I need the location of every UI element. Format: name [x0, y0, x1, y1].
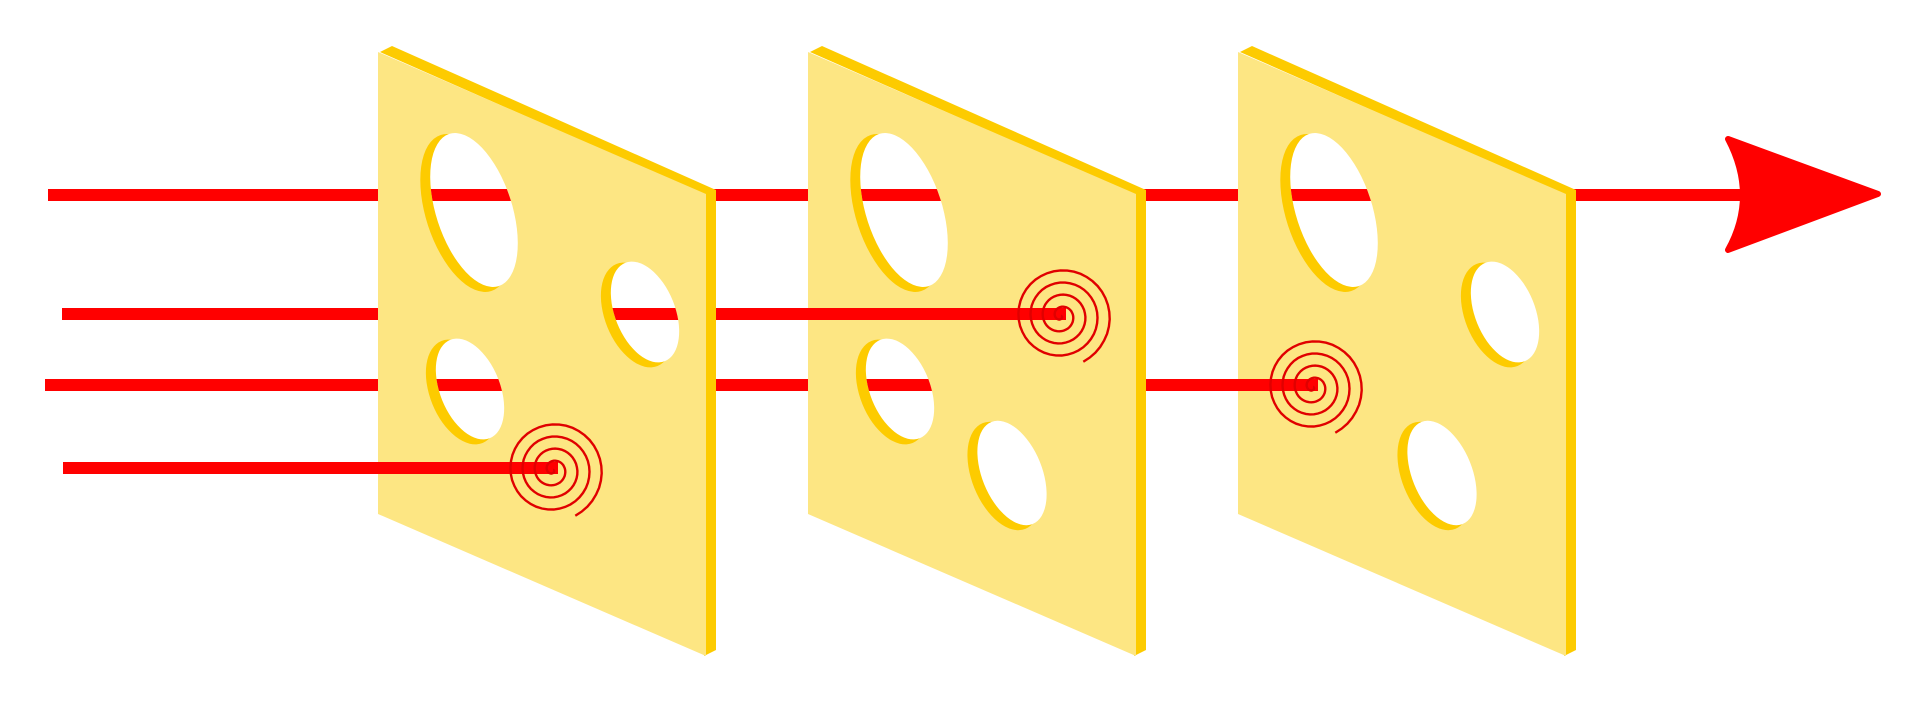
- slice-face: [808, 52, 1136, 656]
- ray-1-segment: [48, 189, 378, 201]
- hole: [1470, 261, 1540, 363]
- hole: [1407, 420, 1477, 526]
- ray-3-into-slice: [1238, 379, 1318, 391]
- spiral-impact-icon: [1017, 269, 1111, 363]
- slice-top-rim: [810, 46, 1146, 200]
- ray-3-through-hole: [852, 379, 948, 391]
- arrowhead-icon: [1725, 136, 1881, 253]
- ray-3-segment: [1146, 379, 1238, 391]
- hole: [860, 133, 948, 287]
- ray-2-through-hole: [597, 308, 693, 320]
- spiral-impact-icon: [509, 423, 603, 517]
- slices: [378, 46, 1576, 656]
- ray-2-segment: [716, 308, 808, 320]
- hole: [1290, 133, 1378, 287]
- ray-1-through-hole: [413, 189, 535, 201]
- ray-1-through-hole: [843, 189, 965, 201]
- slice-side-rim: [704, 190, 716, 656]
- hole: [430, 133, 518, 287]
- slice-side-rim: [1564, 190, 1576, 656]
- slice-top-rim: [1240, 46, 1576, 200]
- arrowhead-icon: [1725, 136, 1881, 253]
- ray-1-segment: [716, 189, 808, 201]
- ray-3-segment: [716, 379, 808, 391]
- slice-top-rim: [380, 46, 716, 200]
- ray-2-into-slice: [808, 308, 1066, 320]
- ray-4-segment: [63, 462, 378, 474]
- ray-2-segment: [62, 308, 378, 320]
- ray-1-segment: [1146, 189, 1238, 201]
- ray-1-segment: [1576, 189, 1755, 201]
- ray-1-through-hole: [1273, 189, 1395, 201]
- rays-front: [45, 189, 1755, 474]
- slice-side-rim: [1134, 190, 1146, 656]
- slice-3: [1238, 46, 1576, 656]
- ray-3-through-hole: [422, 379, 518, 391]
- ray-3-segment: [45, 379, 378, 391]
- impacts: [509, 269, 1363, 517]
- hole: [977, 420, 1047, 526]
- ray-4-into-slice: [378, 462, 558, 474]
- slice-2: [808, 46, 1146, 656]
- slice-1: [378, 46, 716, 656]
- spiral-impact-icon: [1269, 340, 1363, 434]
